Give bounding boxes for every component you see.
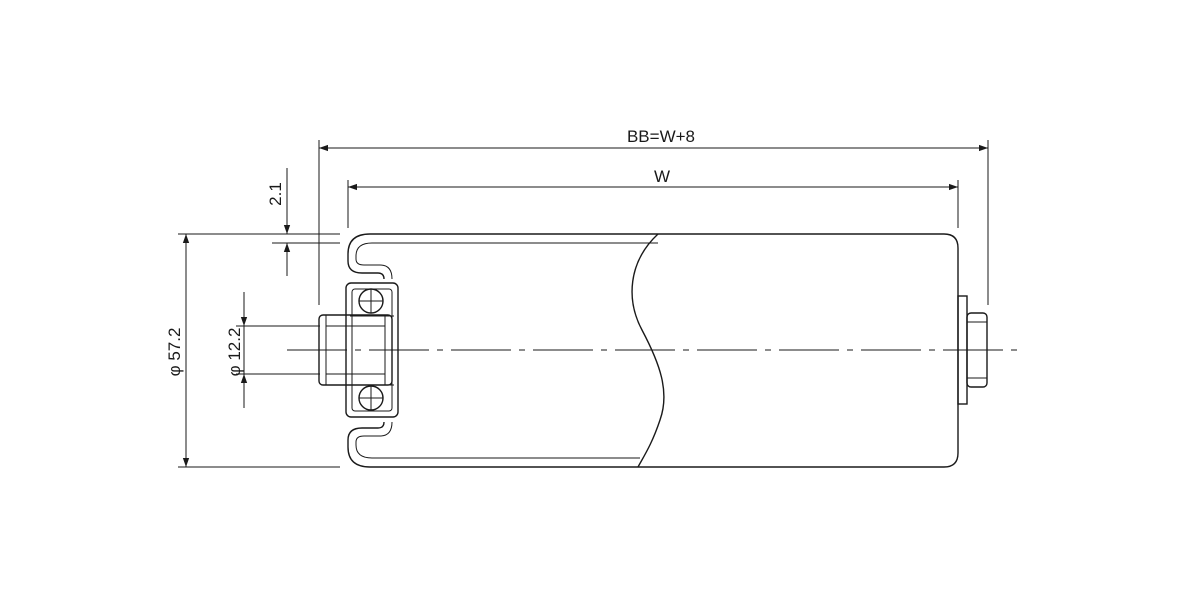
- dimension-wall-thickness-label: 2.1: [266, 182, 285, 206]
- dimension-roller-width-label: W: [654, 167, 670, 186]
- dimension-overall-width: BB=W+8: [319, 127, 988, 152]
- dimension-roller-width: W: [348, 167, 958, 191]
- roller-tube: [347, 233, 959, 468]
- dimension-shaft-diameter: φ 12.2: [225, 292, 248, 408]
- dimension-roller-diameter-label: φ 57.2: [165, 328, 184, 377]
- section-break-line: [631, 233, 665, 468]
- dimension-overall-width-label: BB=W+8: [627, 127, 695, 146]
- dimension-shaft-diameter-label: φ 12.2: [225, 328, 244, 377]
- dimension-roller-diameter: φ 57.2: [165, 234, 190, 467]
- dimension-wall-thickness: 2.1: [266, 168, 291, 276]
- extension-lines: [178, 140, 989, 468]
